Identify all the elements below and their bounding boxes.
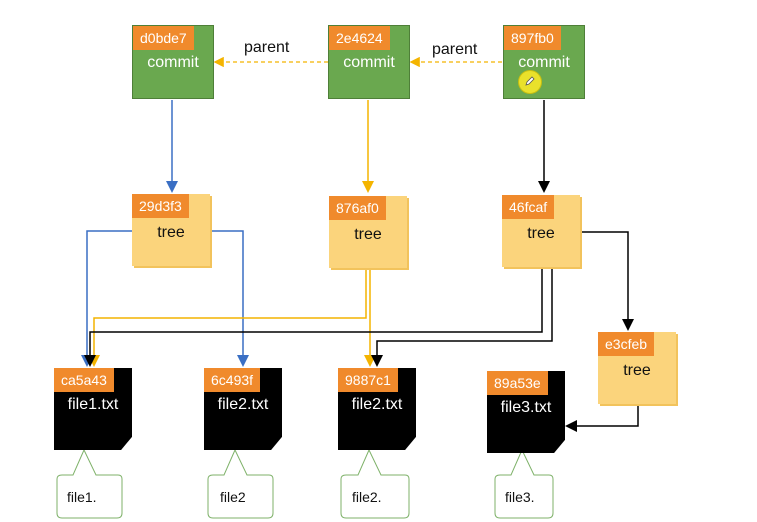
blob-content-callout-1 — [56, 448, 123, 519]
edge-46fcaf-to-9887c1 — [371, 269, 553, 367]
blob-file-label: file2.txt — [217, 396, 269, 413]
blob-node-6c493f[interactable]: 6c493f file2.txt — [204, 368, 282, 450]
blob-hash-badge: ca5a43 — [54, 368, 114, 392]
tree-type-label: tree — [527, 225, 555, 242]
blob-node-89a53e[interactable]: 89a53e file3.txt — [487, 371, 565, 453]
edge-29d3f3-to-6c493f — [210, 230, 249, 367]
tree-type-label: tree — [623, 362, 651, 379]
blob-hash-badge: 89a53e — [487, 371, 548, 395]
blob-file-label: file2.txt — [351, 396, 403, 413]
commit-hash-badge: 897fb0 — [504, 26, 561, 50]
commit-type-label: commit — [343, 54, 395, 71]
blob-content-text-3: file2. — [352, 489, 382, 505]
blob-content-callout-2 — [207, 448, 274, 519]
tree-node-876af0[interactable]: 876af0 tree — [329, 196, 407, 268]
tree-hash-badge: 46fcaf — [502, 195, 555, 219]
parent-label-1: parent — [244, 39, 290, 56]
blob-content-text-1: file1. — [67, 489, 97, 505]
blob-content-text-2: file2 — [220, 489, 246, 505]
blob-hash-badge: 6c493f — [204, 368, 261, 392]
blob-hash-badge: 9887c1 — [338, 368, 398, 392]
blob-node-ca5a43[interactable]: ca5a43 file1.txt — [54, 368, 132, 450]
blob-content-callout-4 — [494, 448, 554, 519]
commit-type-label: commit — [147, 54, 199, 71]
edge-e3cfeb-to-89a53e — [565, 406, 639, 432]
tree-hash-badge: e3cfeb — [598, 332, 655, 356]
commit-type-label: commit — [518, 54, 570, 71]
tree-hash-badge: 29d3f3 — [132, 194, 189, 218]
commit-node-2e4624[interactable]: 2e4624 commit — [328, 25, 410, 99]
tree-node-e3cfeb[interactable]: e3cfeb tree — [598, 332, 676, 404]
tree-type-label: tree — [157, 224, 185, 241]
commit-node-d0bde7[interactable]: d0bde7 commit — [132, 25, 214, 99]
tree-node-46fcaf[interactable]: 46fcaf tree — [502, 195, 580, 267]
commit-node-897fb0[interactable]: 897fb0 commit — [503, 25, 585, 99]
edge-29d3f3-to-ca5a43 — [81, 230, 132, 367]
blob-content-text-4: file3. — [505, 489, 535, 505]
commit-hash-badge: d0bde7 — [133, 26, 194, 50]
edge-876af0-to-ca5a43 — [88, 269, 367, 367]
blob-file-label: file1.txt — [67, 396, 119, 413]
tree-type-label: tree — [354, 226, 382, 243]
commit-hash-badge: 2e4624 — [329, 26, 390, 50]
edge-46fcaf-to-ca5a43 — [84, 269, 543, 367]
parent-label-2: parent — [432, 41, 478, 58]
tree-node-29d3f3[interactable]: 29d3f3 tree — [132, 194, 210, 266]
tree-hash-badge: 876af0 — [329, 196, 386, 220]
edge-46fcaf-to-e3cfeb — [582, 231, 634, 331]
pen-cursor-icon — [518, 70, 542, 94]
blob-node-9887c1[interactable]: 9887c1 file2.txt — [338, 368, 416, 450]
blob-content-callout-3 — [340, 448, 410, 519]
blob-file-label: file3.txt — [500, 399, 552, 416]
